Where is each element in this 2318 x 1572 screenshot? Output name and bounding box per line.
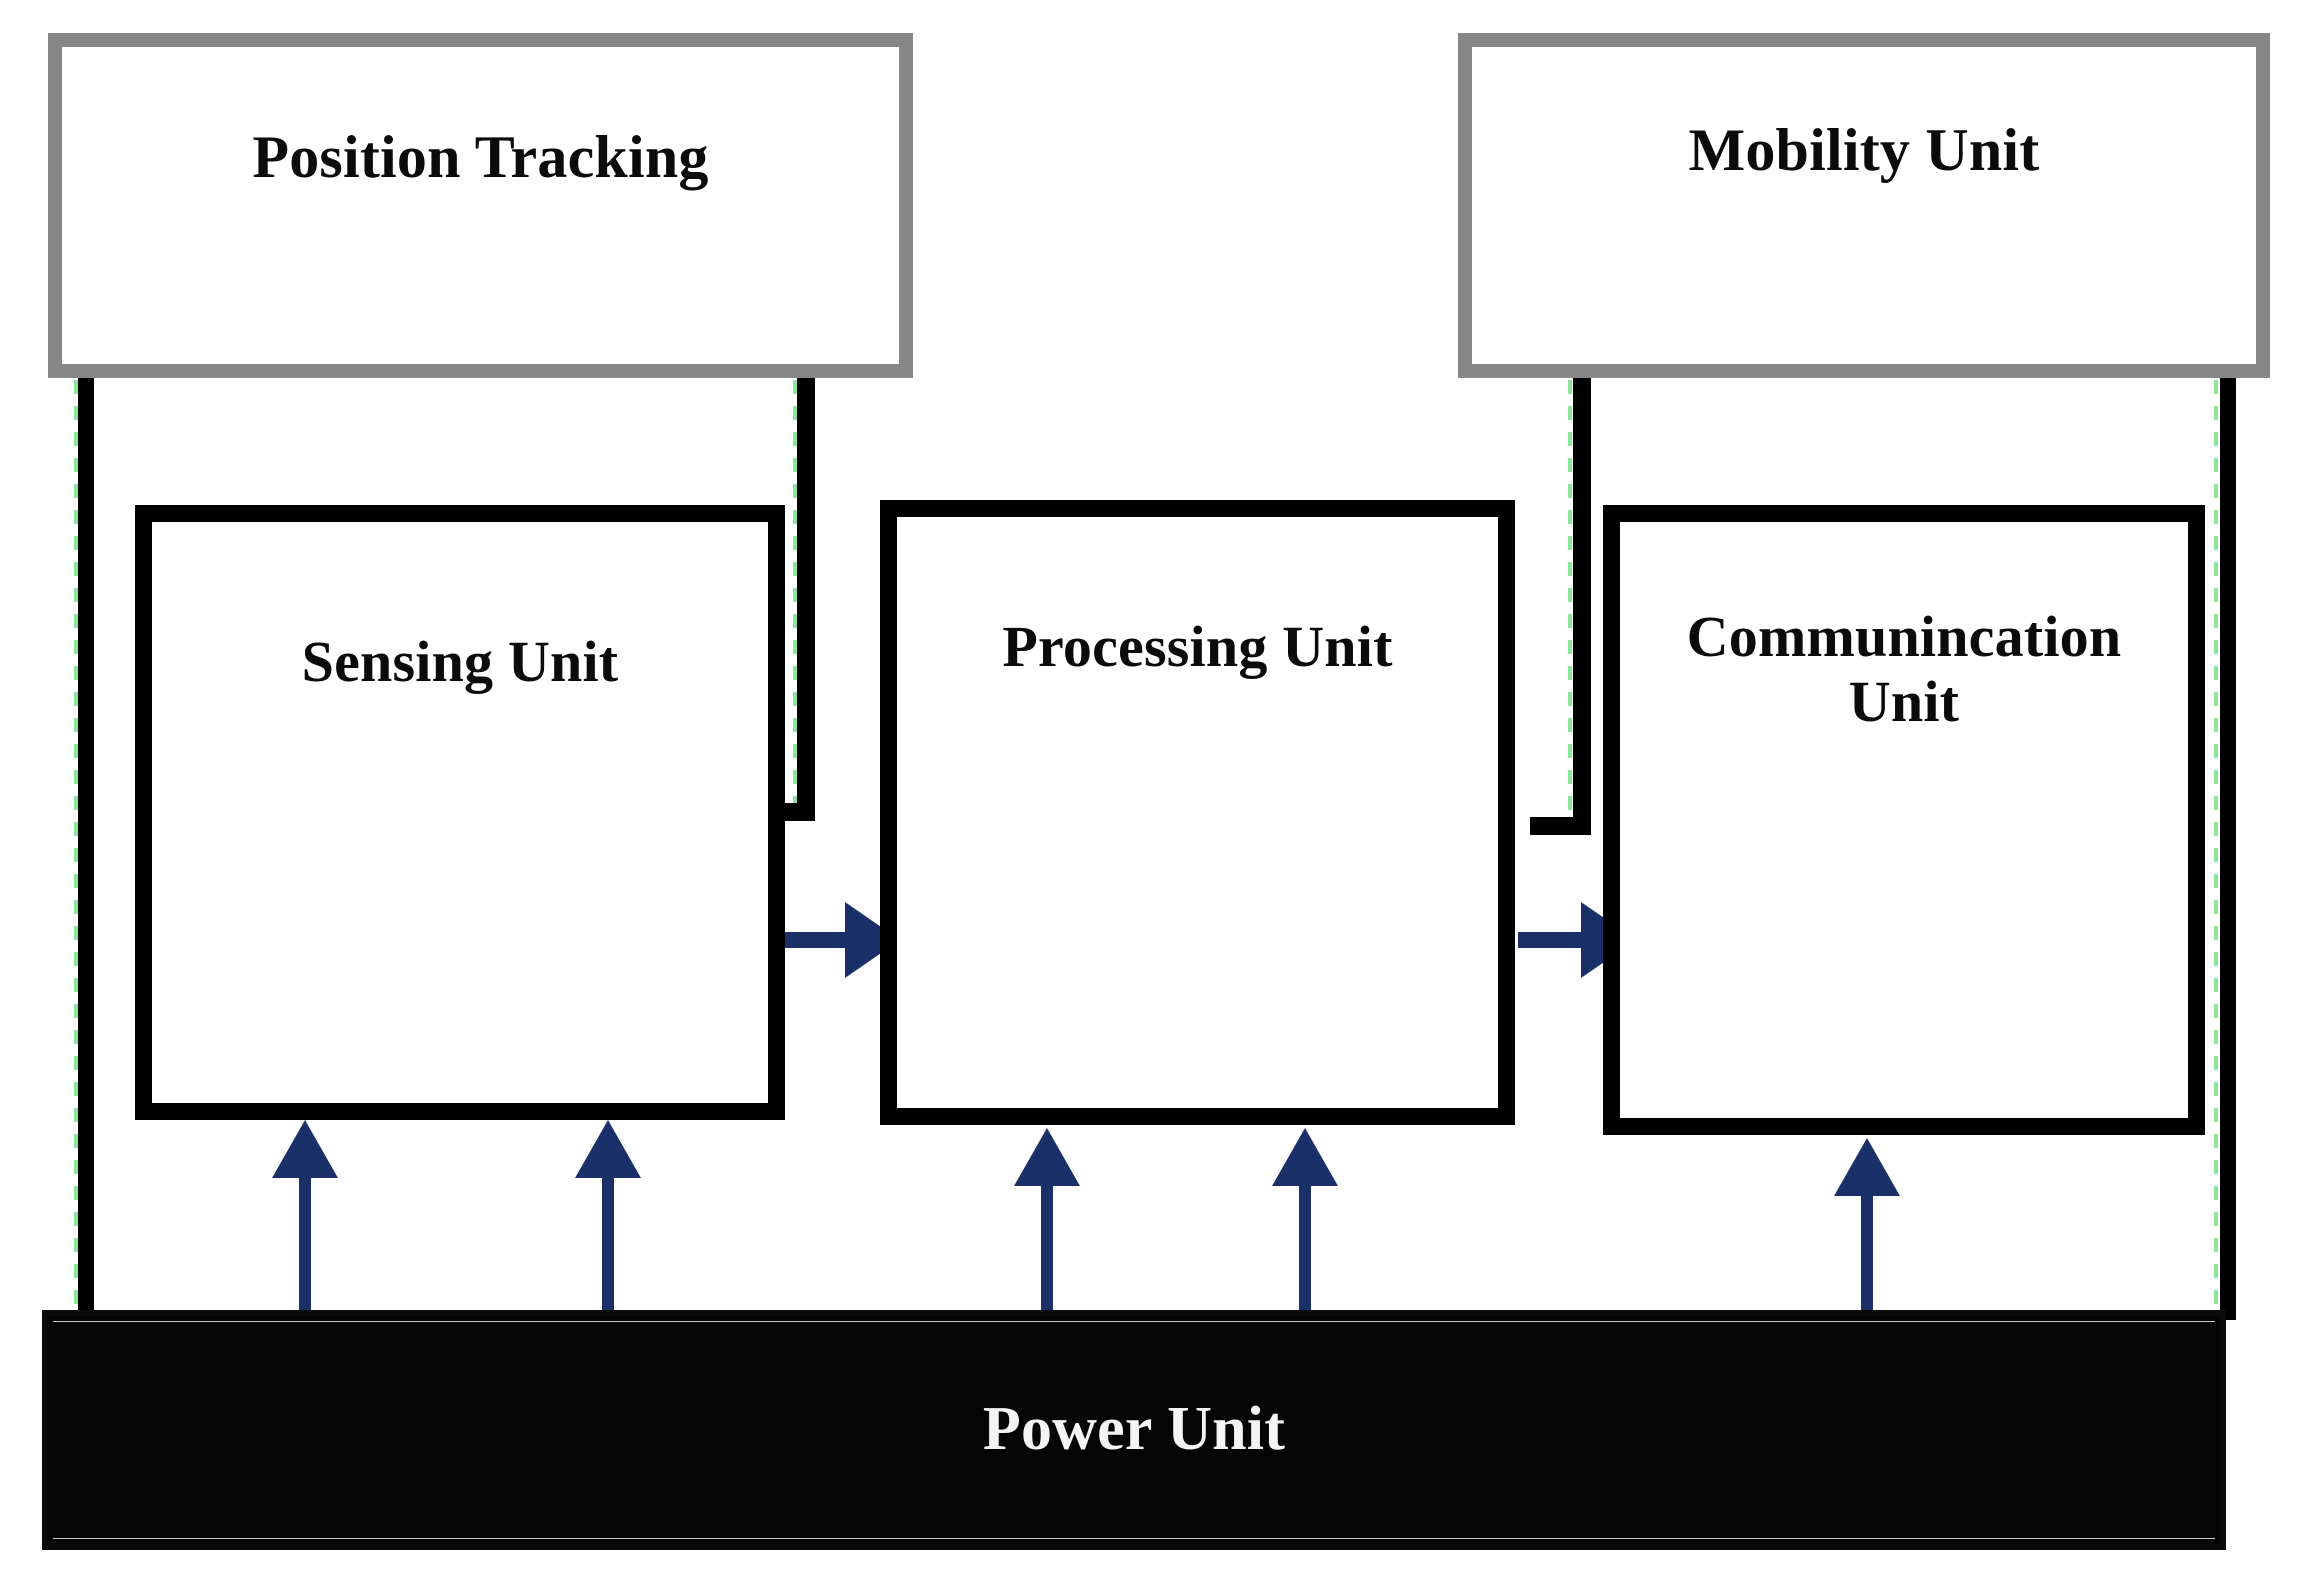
arrow-sensing-to-processing [782,902,900,978]
arrow-power-to-sensing-1 [272,1120,338,1312]
node-label-mobility-unit: Mobility Unit [1688,116,2040,183]
node-label-position-tracking: Position Tracking [252,123,709,190]
arrow-power-to-processing-2 [1272,1128,1338,1312]
node-label-sensing-unit: Sensing Unit [301,629,619,695]
arrow-power-to-communication-1 [1834,1138,1900,1312]
node-mobility-unit[interactable]: Mobility Unit [1458,33,2270,378]
node-processing-unit[interactable]: Processing Unit [880,500,1515,1125]
node-label-power-unit: Power Unit [982,1395,1286,1464]
connector-mobility-to-processing [1530,372,1591,835]
node-power-unit[interactable]: Power Unit [42,1310,2226,1550]
node-label-processing-unit: Processing Unit [1002,614,1393,680]
node-label-communication-unit: Communincation Unit [1686,604,2122,734]
node-sensing-unit[interactable]: Sensing Unit [135,505,785,1120]
arrow-power-to-processing-1 [1014,1128,1080,1312]
guide-artifact-lines [74,380,2218,1312]
node-position-tracking[interactable]: Position Tracking [48,33,913,378]
arrow-power-to-sensing-2 [575,1120,641,1312]
node-communication-unit[interactable]: Communincation Unit [1603,505,2205,1135]
